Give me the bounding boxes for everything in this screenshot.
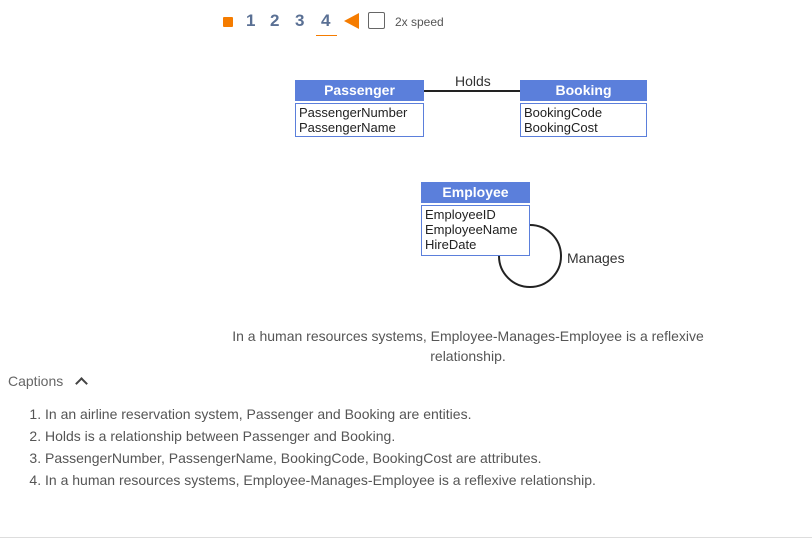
attribute: PassengerName bbox=[299, 120, 396, 135]
entity-title: Booking bbox=[520, 80, 647, 101]
attribute: EmployeeID bbox=[425, 207, 496, 222]
manages-loop bbox=[498, 224, 562, 288]
caption-item: Holds is a relationship between Passenge… bbox=[45, 428, 596, 445]
attribute: EmployeeName bbox=[425, 222, 518, 237]
divider bbox=[0, 537, 812, 538]
entity-passenger: Passenger PassengerNumber PassengerName bbox=[295, 80, 424, 137]
diagram-connectors bbox=[424, 90, 562, 288]
entity-title: Employee bbox=[421, 182, 530, 203]
attribute: HireDate bbox=[425, 237, 477, 252]
attribute: BookingCode bbox=[524, 105, 603, 120]
play-back-icon[interactable] bbox=[344, 13, 359, 29]
relationship-holds: Holds bbox=[455, 73, 491, 89]
active-step-underline bbox=[316, 35, 337, 36]
chevron-up-icon bbox=[75, 377, 89, 390]
entity-employee: Employee EmployeeID EmployeeName HireDat… bbox=[421, 182, 530, 256]
caption-item: PassengerNumber, PassengerName, BookingC… bbox=[45, 450, 596, 467]
attribute: PassengerNumber bbox=[299, 105, 408, 120]
caption-item: In a human resources systems, Employee-M… bbox=[45, 472, 596, 489]
step-caption: In a human resources systems, Employee-M… bbox=[232, 328, 704, 364]
entity-booking: Booking BookingCode BookingCost bbox=[520, 80, 647, 137]
step-4-button[interactable]: 4 bbox=[321, 11, 331, 30]
captions-list: In an airline reservation system, Passen… bbox=[12, 406, 596, 494]
step-2-button[interactable]: 2 bbox=[270, 11, 280, 30]
speed-checkbox[interactable] bbox=[368, 12, 385, 29]
caption-item: In an airline reservation system, Passen… bbox=[45, 406, 596, 423]
captions-label: Captions bbox=[8, 373, 64, 389]
stop-button[interactable] bbox=[223, 17, 233, 27]
entity-title: Passenger bbox=[295, 80, 424, 101]
captions-toggle[interactable]: Captions bbox=[8, 373, 89, 390]
step-1-button[interactable]: 1 bbox=[246, 11, 256, 30]
speed-label: 2x speed bbox=[395, 15, 444, 29]
step-3-button[interactable]: 3 bbox=[295, 11, 305, 30]
relationship-manages: Manages bbox=[567, 250, 625, 266]
attribute: BookingCost bbox=[524, 120, 598, 135]
